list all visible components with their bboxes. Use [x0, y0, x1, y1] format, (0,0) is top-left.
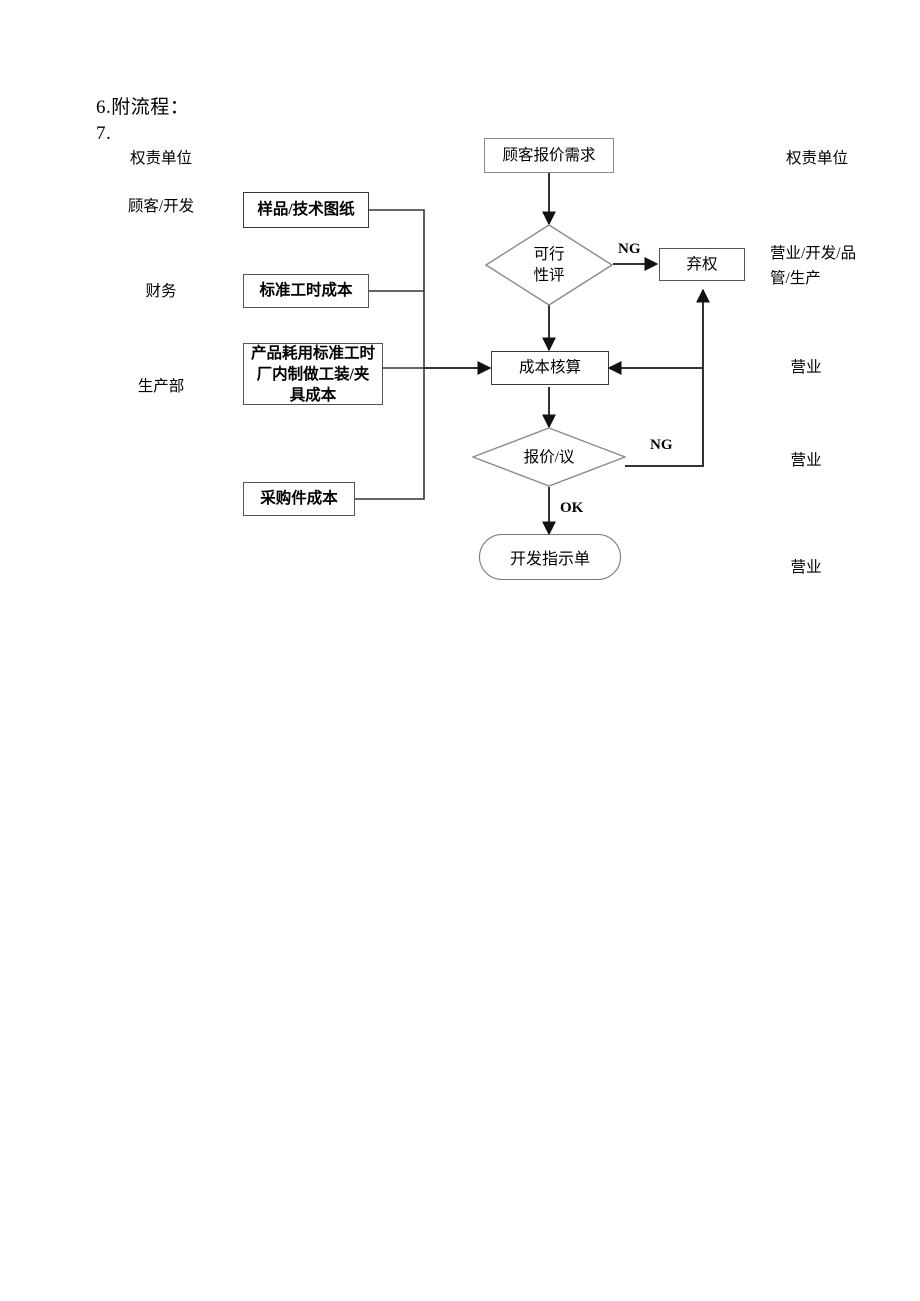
heading-item-7-number: 7. — [96, 123, 112, 144]
node-feasibility-review-line-2: 性评 — [533, 267, 565, 284]
edge-label-ng-quote: NG — [650, 437, 673, 453]
node-quote-negotiation[interactable]: 报价/议 — [472, 427, 626, 487]
input-box-purchased-part-cost-label: 采购件成本 — [260, 490, 338, 507]
node-cost-accounting[interactable]: 成本核算 — [491, 351, 609, 385]
input-box-sample-drawing[interactable]: 样品/技术图纸 — [243, 192, 369, 228]
heading-item-6-text: 附流程： — [111, 97, 190, 118]
right-column-item-sales-1: 营业 — [790, 359, 822, 376]
heading-item-7: 7. — [96, 122, 111, 146]
input-box-standard-hour-cost-label: 标准工时成本 — [259, 282, 353, 299]
node-cost-accounting-label: 成本核算 — [518, 359, 581, 376]
node-waive-label: 弃权 — [686, 255, 718, 273]
quote-diamond-shape — [472, 427, 626, 487]
feasibility-diamond-shape — [485, 224, 613, 306]
heading-item-6: 6.附流程： — [96, 96, 189, 120]
left-column-header: 权责单位 — [129, 150, 192, 167]
node-development-instruction[interactable]: 开发指示单 — [479, 534, 621, 580]
input-box-product-standard-hour-cost[interactable]: 产品耗用标准工时厂内制做工装/夹具成本 — [243, 343, 383, 405]
right-column-item-sales-3: 营业 — [790, 559, 822, 576]
input-box-purchased-part-cost[interactable]: 采购件成本 — [243, 482, 355, 516]
right-column-item-sales-dev-qc-prod: 营业/开发/品管/生产 — [770, 245, 857, 287]
node-feasibility-review-line-1: 可行 — [533, 246, 565, 263]
node-waive[interactable]: 弃权 — [659, 248, 745, 281]
right-column-item-sales-2: 营业 — [790, 452, 822, 469]
node-feasibility-review[interactable]: 可行 性评 — [485, 224, 613, 306]
heading-item-6-number: 6. — [96, 97, 112, 118]
left-column-item-finance: 财务 — [145, 283, 177, 300]
node-quote-negotiation-text: 报价/议 — [472, 427, 626, 487]
node-quote-negotiation-line-1: 报价/议 — [523, 448, 575, 466]
node-feasibility-review-text: 可行 性评 — [485, 224, 613, 306]
input-box-sample-drawing-label: 样品/技术图纸 — [257, 201, 355, 218]
edge-label-ok-quote: OK — [560, 500, 584, 516]
right-column-header: 权责单位 — [785, 150, 848, 167]
left-column-item-customer-development: 顾客/开发 — [127, 198, 195, 215]
input-box-product-standard-hour-cost-label: 产品耗用标准工时厂内制做工装/夹具成本 — [250, 344, 375, 404]
input-box-standard-hour-cost[interactable]: 标准工时成本 — [243, 274, 369, 308]
node-development-instruction-label: 开发指示单 — [509, 551, 590, 568]
edge-label-ng-feasibility: NG — [618, 241, 641, 257]
left-column-item-production: 生产部 — [137, 378, 185, 395]
node-customer-quote-request-label: 顾客报价需求 — [502, 146, 596, 164]
node-customer-quote-request[interactable]: 顾客报价需求 — [484, 138, 614, 173]
